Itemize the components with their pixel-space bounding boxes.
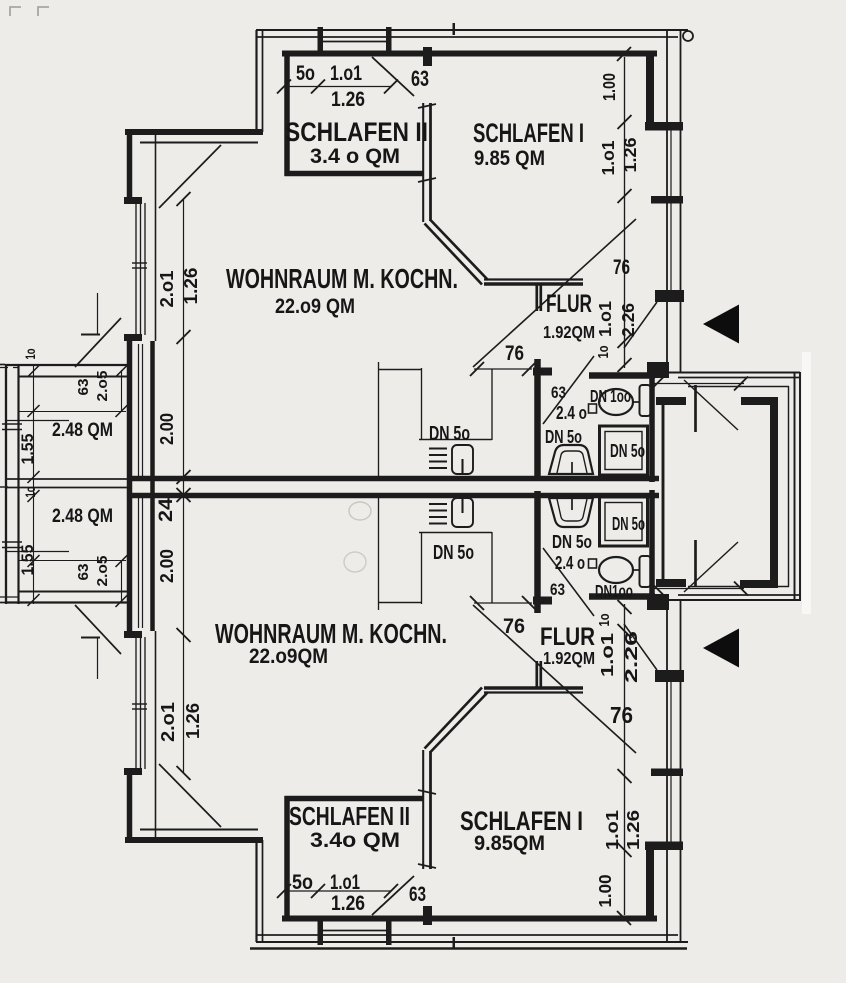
svg-text:1o: 1o	[22, 349, 38, 360]
svg-text:1.26: 1.26	[620, 137, 640, 172]
svg-text:SCHLAFEN I: SCHLAFEN I	[460, 806, 583, 836]
svg-text:1o: 1o	[595, 346, 612, 359]
svg-text:2.o1: 2.o1	[157, 271, 177, 308]
svg-text:1.55: 1.55	[18, 434, 37, 465]
svg-text:2.00: 2.00	[157, 549, 177, 583]
svg-text:63: 63	[551, 383, 566, 402]
svg-text:1.o1: 1.o1	[330, 62, 362, 85]
svg-text:DN 5o: DN 5o	[610, 441, 645, 461]
svg-text:2.o1: 2.o1	[158, 702, 178, 742]
svg-text:DN 5o: DN 5o	[433, 542, 474, 564]
svg-text:DN 5o: DN 5o	[545, 427, 582, 447]
svg-text:1.26: 1.26	[331, 88, 365, 111]
svg-text:22.o9QM: 22.o9QM	[249, 645, 328, 668]
svg-text:3.4o QM: 3.4o QM	[310, 829, 400, 852]
svg-text:DN 1oo: DN 1oo	[590, 386, 631, 406]
svg-text:1.26: 1.26	[181, 268, 201, 305]
svg-text:2.00: 2.00	[157, 413, 177, 445]
svg-text:22.o9 QM: 22.o9 QM	[275, 295, 355, 318]
svg-text:76: 76	[503, 615, 525, 638]
svg-text:WOHNRAUM M. KOCHN.: WOHNRAUM M. KOCHN.	[215, 618, 447, 649]
svg-text:2.o5: 2.o5	[94, 556, 111, 587]
svg-text:FLUR: FLUR	[540, 623, 595, 651]
svg-text:2.26: 2.26	[621, 631, 641, 683]
svg-text:2.48 QM: 2.48 QM	[52, 506, 113, 527]
svg-text:24: 24	[156, 498, 177, 522]
svg-text:2.4 o: 2.4 o	[556, 403, 587, 423]
svg-text:1.26: 1.26	[331, 892, 365, 915]
svg-text:SCHLAFEN II: SCHLAFEN II	[285, 117, 428, 147]
svg-text:1.00: 1.00	[599, 73, 619, 101]
svg-text:WOHNRAUM M. KOCHN.: WOHNRAUM M. KOCHN.	[226, 263, 458, 294]
svg-text:DN1oo: DN1oo	[595, 581, 633, 601]
svg-text:2.4 o: 2.4 o	[555, 553, 585, 573]
svg-text:DN 5o: DN 5o	[429, 423, 470, 445]
svg-text:9.85 QM: 9.85 QM	[474, 147, 545, 170]
svg-text:2.o5: 2.o5	[94, 371, 111, 402]
svg-text:DN 5o: DN 5o	[612, 514, 645, 534]
svg-text:1.00: 1.00	[595, 874, 615, 907]
svg-text:1.o1: 1.o1	[595, 301, 615, 337]
svg-text:1.o1: 1.o1	[330, 871, 360, 894]
svg-text:76: 76	[610, 702, 633, 728]
svg-text:1.o1: 1.o1	[602, 810, 622, 850]
svg-text:SCHLAFEN I: SCHLAFEN I	[473, 118, 584, 148]
svg-text:76: 76	[613, 256, 630, 279]
svg-text:76: 76	[505, 342, 524, 365]
svg-text:FLUR: FLUR	[546, 290, 592, 318]
svg-text:SCHLAFEN II: SCHLAFEN II	[289, 801, 410, 831]
svg-text:3.4 o QM: 3.4 o QM	[310, 145, 400, 168]
svg-text:1.92QM: 1.92QM	[543, 648, 595, 668]
svg-text:1.26: 1.26	[623, 810, 643, 850]
svg-text:63: 63	[550, 580, 565, 599]
svg-text:63: 63	[411, 66, 429, 91]
svg-text:5o: 5o	[292, 871, 313, 894]
svg-text:1.26: 1.26	[183, 703, 203, 739]
svg-text:2.48 QM: 2.48 QM	[52, 420, 113, 441]
svg-text:2.26: 2.26	[618, 303, 638, 337]
svg-text:63: 63	[409, 883, 426, 906]
svg-text:5o: 5o	[296, 62, 315, 85]
svg-text:1.o1: 1.o1	[597, 633, 617, 677]
svg-text:9.85QM: 9.85QM	[474, 832, 545, 855]
svg-text:1o: 1o	[22, 487, 38, 498]
svg-text:63: 63	[75, 379, 92, 396]
svg-text:1o: 1o	[596, 614, 613, 627]
svg-text:DN 5o: DN 5o	[552, 532, 592, 552]
svg-text:1.55: 1.55	[18, 545, 37, 576]
svg-text:63: 63	[75, 564, 92, 581]
svg-text:1.92QM: 1.92QM	[543, 322, 595, 342]
svg-text:1.o1: 1.o1	[598, 140, 618, 175]
